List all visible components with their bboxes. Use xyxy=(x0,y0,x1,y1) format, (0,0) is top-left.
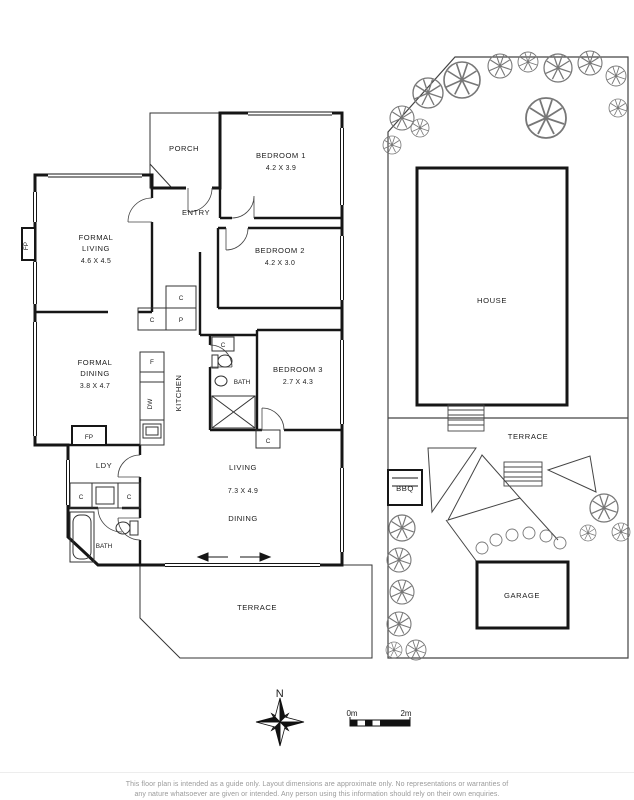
disclaimer-line2: any nature whatsoever are given or inten… xyxy=(134,791,499,798)
site-house xyxy=(415,166,569,407)
tree-icon xyxy=(412,77,444,109)
formal-dining-label-2: DINING xyxy=(80,369,110,378)
terrace-label: TERRACE xyxy=(237,603,277,612)
formal-dining-label-1: FORMAL xyxy=(78,358,113,367)
cupboard-label: C xyxy=(266,438,271,445)
toilet-icon xyxy=(129,520,139,536)
tree-icon xyxy=(386,547,412,573)
dining-label: DINING xyxy=(228,514,258,523)
fireplace-label: FP xyxy=(23,242,30,250)
shrub-row xyxy=(475,526,567,555)
toilet-icon xyxy=(211,354,219,369)
basin-icon xyxy=(214,375,228,387)
pantry-label: P xyxy=(179,317,183,324)
bedroom2-dims: 4.2 X 3.0 xyxy=(265,260,295,267)
dishwasher-label: DW xyxy=(147,398,154,410)
bedroom1-label: BEDROOM 1 xyxy=(256,151,306,160)
fireplace-label: FP xyxy=(85,434,93,441)
cupboard-label: C xyxy=(127,494,132,501)
shower-icon xyxy=(211,395,256,429)
tree-icon xyxy=(525,97,567,139)
bedroom3-label: BEDROOM 3 xyxy=(273,365,323,374)
garage-label: GARAGE xyxy=(504,591,540,600)
bath1-label: BATH xyxy=(234,379,251,386)
tree-icon xyxy=(577,50,603,76)
cupboard-label: C xyxy=(221,342,226,349)
slider-arrows xyxy=(196,552,272,562)
tree-icon xyxy=(443,61,481,99)
laundry-label: LDY xyxy=(96,461,112,470)
formal-dining-dims: 3.8 X 4.7 xyxy=(80,383,110,390)
kitchen-bench xyxy=(139,351,165,446)
cupboard-label: C xyxy=(79,494,84,501)
tree-icon xyxy=(589,493,619,523)
bbq-label: BBQ xyxy=(396,484,414,493)
scale-end-label: 2m xyxy=(400,709,411,718)
scale-bar: 0m 2m xyxy=(346,709,412,727)
fireplace-dining xyxy=(71,425,107,446)
tree-icon xyxy=(517,51,539,73)
compass-rose xyxy=(255,697,305,747)
stairs-terrace xyxy=(503,461,543,487)
north-label: N xyxy=(276,688,284,700)
windows xyxy=(32,110,345,568)
bedroom1-dims: 4.2 X 3.9 xyxy=(266,165,296,172)
bathroom2-fixtures xyxy=(69,511,139,563)
tree-icon xyxy=(405,639,427,661)
floorplan-labels: PORCH BEDROOM 1 4.2 X 3.9 ENTRY FORMAL L… xyxy=(23,144,323,612)
tree-icon xyxy=(386,611,412,637)
tree-icon xyxy=(389,579,415,605)
bbq-structure xyxy=(387,469,423,506)
house-label: HOUSE xyxy=(477,296,507,305)
entry-label: ENTRY xyxy=(182,208,210,217)
site-terrace-label: TERRACE xyxy=(508,432,549,441)
bathtub-icon xyxy=(69,511,95,563)
bath2-label: BATH xyxy=(96,543,113,550)
site-garage xyxy=(475,560,570,630)
garden-beds xyxy=(427,447,597,563)
tree-icon xyxy=(605,65,627,87)
fireplace-living xyxy=(21,227,36,261)
tree-icon xyxy=(410,118,430,138)
formal-living-dims: 4.6 X 4.5 xyxy=(81,258,111,265)
tree-icon xyxy=(382,135,402,155)
tree-icon xyxy=(389,105,415,131)
porch-label: PORCH xyxy=(169,144,199,153)
tree-icon xyxy=(611,522,631,542)
disclaimer-line1: This floor plan is intended as a guide o… xyxy=(126,781,509,788)
formal-living-label-2: LIVING xyxy=(82,244,110,253)
door-arcs xyxy=(97,187,285,541)
formal-living-label-1: FORMAL xyxy=(79,233,114,242)
living-dims: 7.3 X 4.9 xyxy=(228,488,258,495)
tree-icon xyxy=(543,53,573,83)
bathroom1-fixtures xyxy=(211,354,256,429)
cupboards xyxy=(69,285,281,509)
site-boundary xyxy=(387,56,629,659)
bedroom2-label: BEDROOM 2 xyxy=(255,246,305,255)
kitchen-label: KITCHEN xyxy=(174,375,183,412)
tree-icon xyxy=(388,514,416,542)
cupboard-label: C xyxy=(150,317,155,324)
fridge-label: F xyxy=(150,359,154,366)
living-label: LIVING xyxy=(229,463,257,472)
bedroom3-dims: 2.7 X 4.3 xyxy=(283,379,313,386)
scale-start-label: 0m xyxy=(346,709,357,718)
cupboard-label: C xyxy=(179,295,184,302)
siteplan-labels: HOUSE TERRACE BBQ GARAGE xyxy=(396,296,548,600)
tree-icon xyxy=(608,98,628,118)
stairs-house xyxy=(447,404,485,432)
tree-icon xyxy=(579,524,597,542)
